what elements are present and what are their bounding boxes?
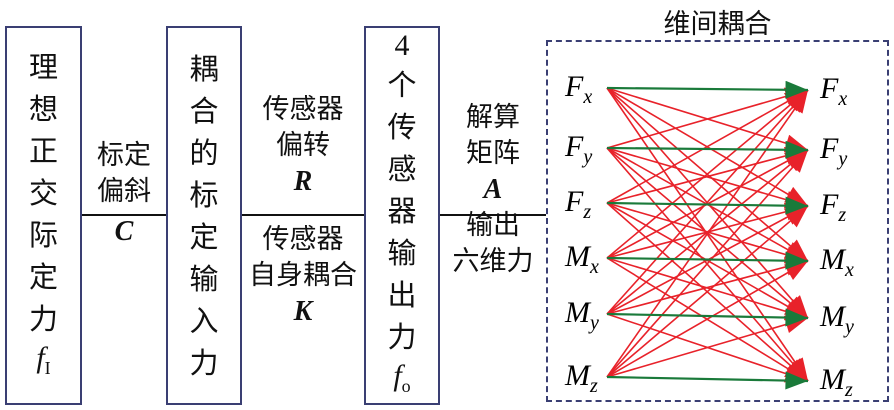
output-node-label: Fy <box>819 132 847 170</box>
output-node-label: Mz <box>819 363 853 401</box>
cross-coupling-arrow <box>606 315 809 378</box>
cross-coupling-arrow <box>606 149 809 378</box>
direct-arrow <box>606 80 809 99</box>
cross-coupling-arrow <box>606 87 809 149</box>
cross-coupling-arrow <box>606 147 809 204</box>
input-node-label: Mx <box>564 240 599 278</box>
cross-coupling-arrow <box>606 149 809 315</box>
sensor-output-label: 个传感器输出力 <box>387 67 417 354</box>
coupling-frame <box>546 40 889 402</box>
output-node-label: My <box>819 300 854 338</box>
output-node-label: Fz <box>819 188 846 226</box>
coupling-title: 维间耦合 <box>663 9 772 40</box>
cross-coupling-arrow <box>606 89 809 315</box>
ideal-force-symbol: fI <box>36 340 51 378</box>
coupled-input-box: 耦合的标定输入力 <box>166 26 242 405</box>
solve-matrix-label: 解算 矩阵 A 输出 六维力 <box>452 102 534 277</box>
direct-arrow <box>606 196 809 215</box>
coupled-input-label: 耦合的标定输入力 <box>189 51 219 380</box>
input-node-label: Fy <box>564 130 592 168</box>
direct-arrow <box>606 140 809 159</box>
direct-arrow <box>606 308 809 327</box>
cross-coupling-arrow <box>606 258 809 315</box>
input-node-label: Mz <box>564 359 598 397</box>
direct-arrow <box>606 251 809 270</box>
cross-coupling-arrow <box>606 89 809 259</box>
sensor-self-coupling-label: 传感器 自身耦合 K <box>249 224 357 327</box>
link-line-3 <box>440 214 546 216</box>
link-line-1 <box>82 214 166 216</box>
sensor-rotation-label: 传感器 偏转 R <box>262 94 344 197</box>
calib-skew-label: 标定 偏斜 C <box>97 140 151 247</box>
output-node-label: Fx <box>819 72 847 110</box>
output-node-label: Mx <box>819 243 854 281</box>
cross-coupling-arrow <box>606 89 809 378</box>
link-line-2 <box>242 214 364 216</box>
input-node-label: My <box>564 296 599 334</box>
input-node-label: Fz <box>564 185 591 223</box>
direct-arrow <box>606 371 809 390</box>
sensor-output-box: 4 个传感器输出力 fo <box>364 26 440 405</box>
input-node-label: Fx <box>564 70 592 108</box>
ideal-force-label: 理想正交际定力 <box>28 49 58 336</box>
ideal-force-box: 理想正交际定力 fI <box>5 26 82 405</box>
sensor-count: 4 <box>394 28 410 62</box>
cross-coupling-arrow <box>606 205 809 378</box>
cross-coupling-arrow <box>606 260 809 378</box>
sensor-output-symbol: fo <box>393 358 411 396</box>
cross-coupling-arrow <box>606 89 809 204</box>
